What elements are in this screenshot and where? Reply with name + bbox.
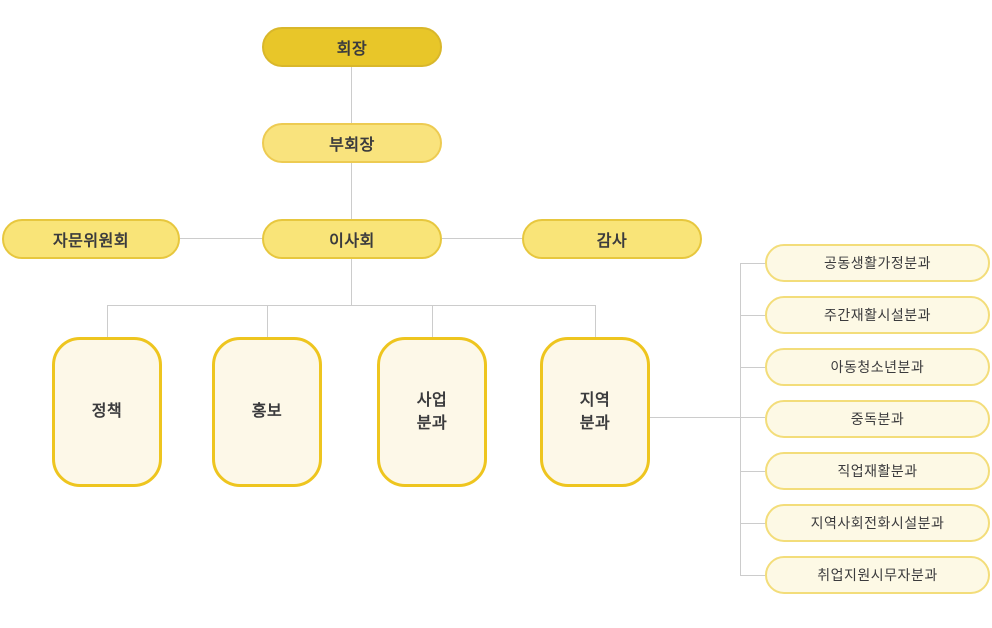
node-pr-division: 홍보 — [212, 337, 322, 487]
connector-board-branch — [351, 259, 352, 305]
node-subcommittee-group-home: 공동생활가정분과 — [765, 244, 990, 282]
connector-stub-sub1 — [740, 263, 765, 264]
node-audit: 감사 — [522, 219, 702, 259]
connector-branch-horizontal — [107, 305, 595, 306]
node-regional-division: 지역 분과 — [540, 337, 650, 487]
connector-board-audit — [442, 238, 522, 239]
connector-stub-sub6 — [740, 523, 765, 524]
node-subcommittee-child-youth: 아동청소년분과 — [765, 348, 990, 386]
node-vice-chairman: 부회장 — [262, 123, 442, 163]
connector-stub-regional — [595, 305, 596, 337]
connector-stub-sub3 — [740, 367, 765, 368]
node-subcommittee-community-facility: 지역사회전화시설분과 — [765, 504, 990, 542]
connector-stub-pr — [267, 305, 268, 337]
connector-vice-board — [351, 163, 352, 219]
node-label-line1: 사업 — [416, 391, 448, 409]
node-label: 홍보 — [251, 403, 283, 421]
node-label-line2: 분과 — [416, 415, 448, 432]
connector-stub-sub5 — [740, 471, 765, 472]
connector-stub-business — [432, 305, 433, 337]
node-subcommittee-day-rehab: 주간재활시설분과 — [765, 296, 990, 334]
connector-chairman-vice — [351, 67, 352, 123]
connector-advisory-board — [180, 238, 262, 239]
node-label: 정책 — [91, 403, 123, 421]
node-subcommittee-addiction: 중독분과 — [765, 400, 990, 438]
connector-stub-sub7 — [740, 575, 765, 576]
connector-stub-policy — [107, 305, 108, 337]
node-policy-division: 정책 — [52, 337, 162, 487]
node-business-division: 사업 분과 — [377, 337, 487, 487]
node-label-line1: 지역 — [579, 391, 611, 409]
connector-subcommittee-trunk — [740, 263, 741, 575]
connector-stub-sub2 — [740, 315, 765, 316]
node-chairman: 회장 — [262, 27, 442, 67]
node-label-line2: 분과 — [579, 415, 611, 432]
node-advisory-committee: 자문위원회 — [2, 219, 180, 259]
node-subcommittee-employment-support: 취업지원시무자분과 — [765, 556, 990, 594]
connector-regional-subcommittees — [650, 417, 765, 418]
node-subcommittee-vocational-rehab: 직업재활분과 — [765, 452, 990, 490]
node-board: 이사회 — [262, 219, 442, 259]
